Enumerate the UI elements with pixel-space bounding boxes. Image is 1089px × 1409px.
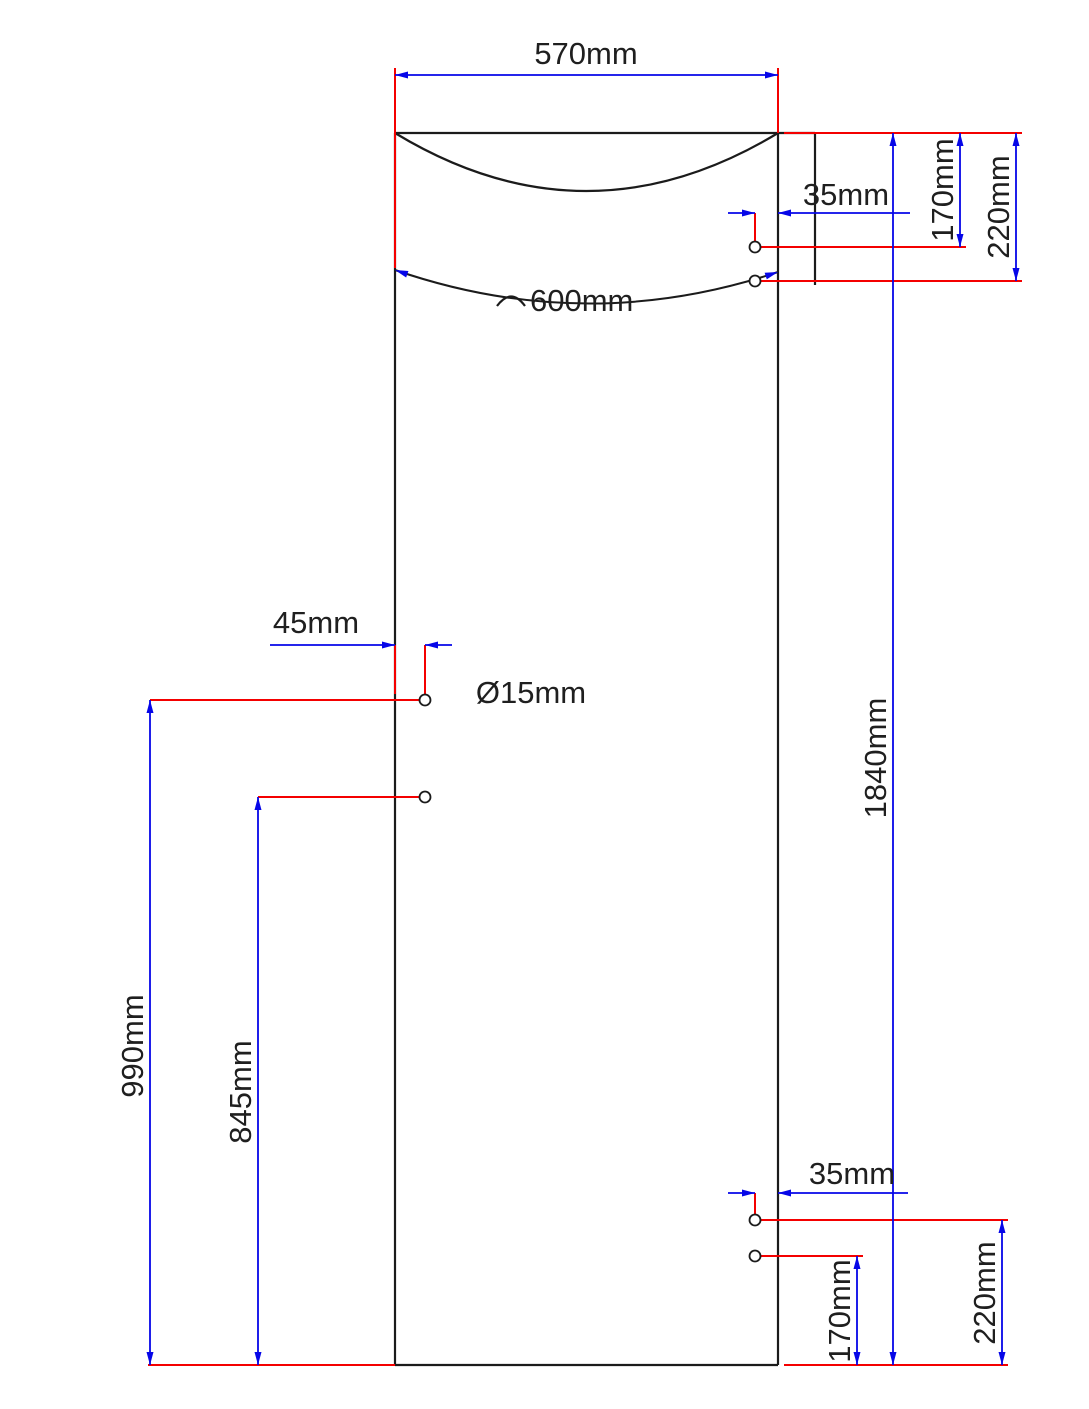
dim-label-170-top: 170mm bbox=[925, 138, 960, 241]
dim-label-height-1840: 1840mm bbox=[858, 698, 893, 819]
mounting-holes bbox=[418, 240, 762, 1263]
dimension-lines bbox=[146, 71, 1020, 1365]
dim-label-990: 990mm bbox=[115, 994, 150, 1097]
hole-top-right-2 bbox=[748, 274, 762, 288]
dim-label-width-570: 570mm bbox=[534, 36, 637, 71]
dim-label-170-bottom: 170mm bbox=[822, 1259, 857, 1362]
hole-top-right-1 bbox=[748, 240, 762, 254]
dim-label-845: 845mm bbox=[223, 1040, 258, 1143]
dimension-labels: 570mm 600mm 35mm 170mm 220mm 1840mm 45mm… bbox=[115, 36, 1016, 1363]
hole-left-lower bbox=[418, 790, 432, 804]
extension-lines bbox=[148, 68, 1022, 1366]
dim-label-45: 45mm bbox=[273, 605, 359, 640]
dim-label-220-top: 220mm bbox=[981, 155, 1016, 258]
dim-label-arc-600: 600mm bbox=[530, 283, 633, 318]
hole-bottom-right-2 bbox=[748, 1249, 762, 1263]
arc-length-symbol-icon bbox=[496, 295, 526, 307]
arc-dimension bbox=[394, 269, 779, 307]
hole-left-upper bbox=[418, 693, 432, 707]
dim-arc-600 bbox=[394, 269, 779, 305]
dim-label-hole-diameter: Ø15mm bbox=[476, 675, 586, 710]
dim-label-35-bottom: 35mm bbox=[809, 1156, 895, 1191]
dim-label-35-top: 35mm bbox=[803, 177, 889, 212]
panel-outline bbox=[393, 131, 817, 1367]
hole-bottom-right-1 bbox=[748, 1213, 762, 1227]
dim-label-220-bottom: 220mm bbox=[967, 1241, 1002, 1344]
panel-top-curve bbox=[394, 132, 779, 192]
